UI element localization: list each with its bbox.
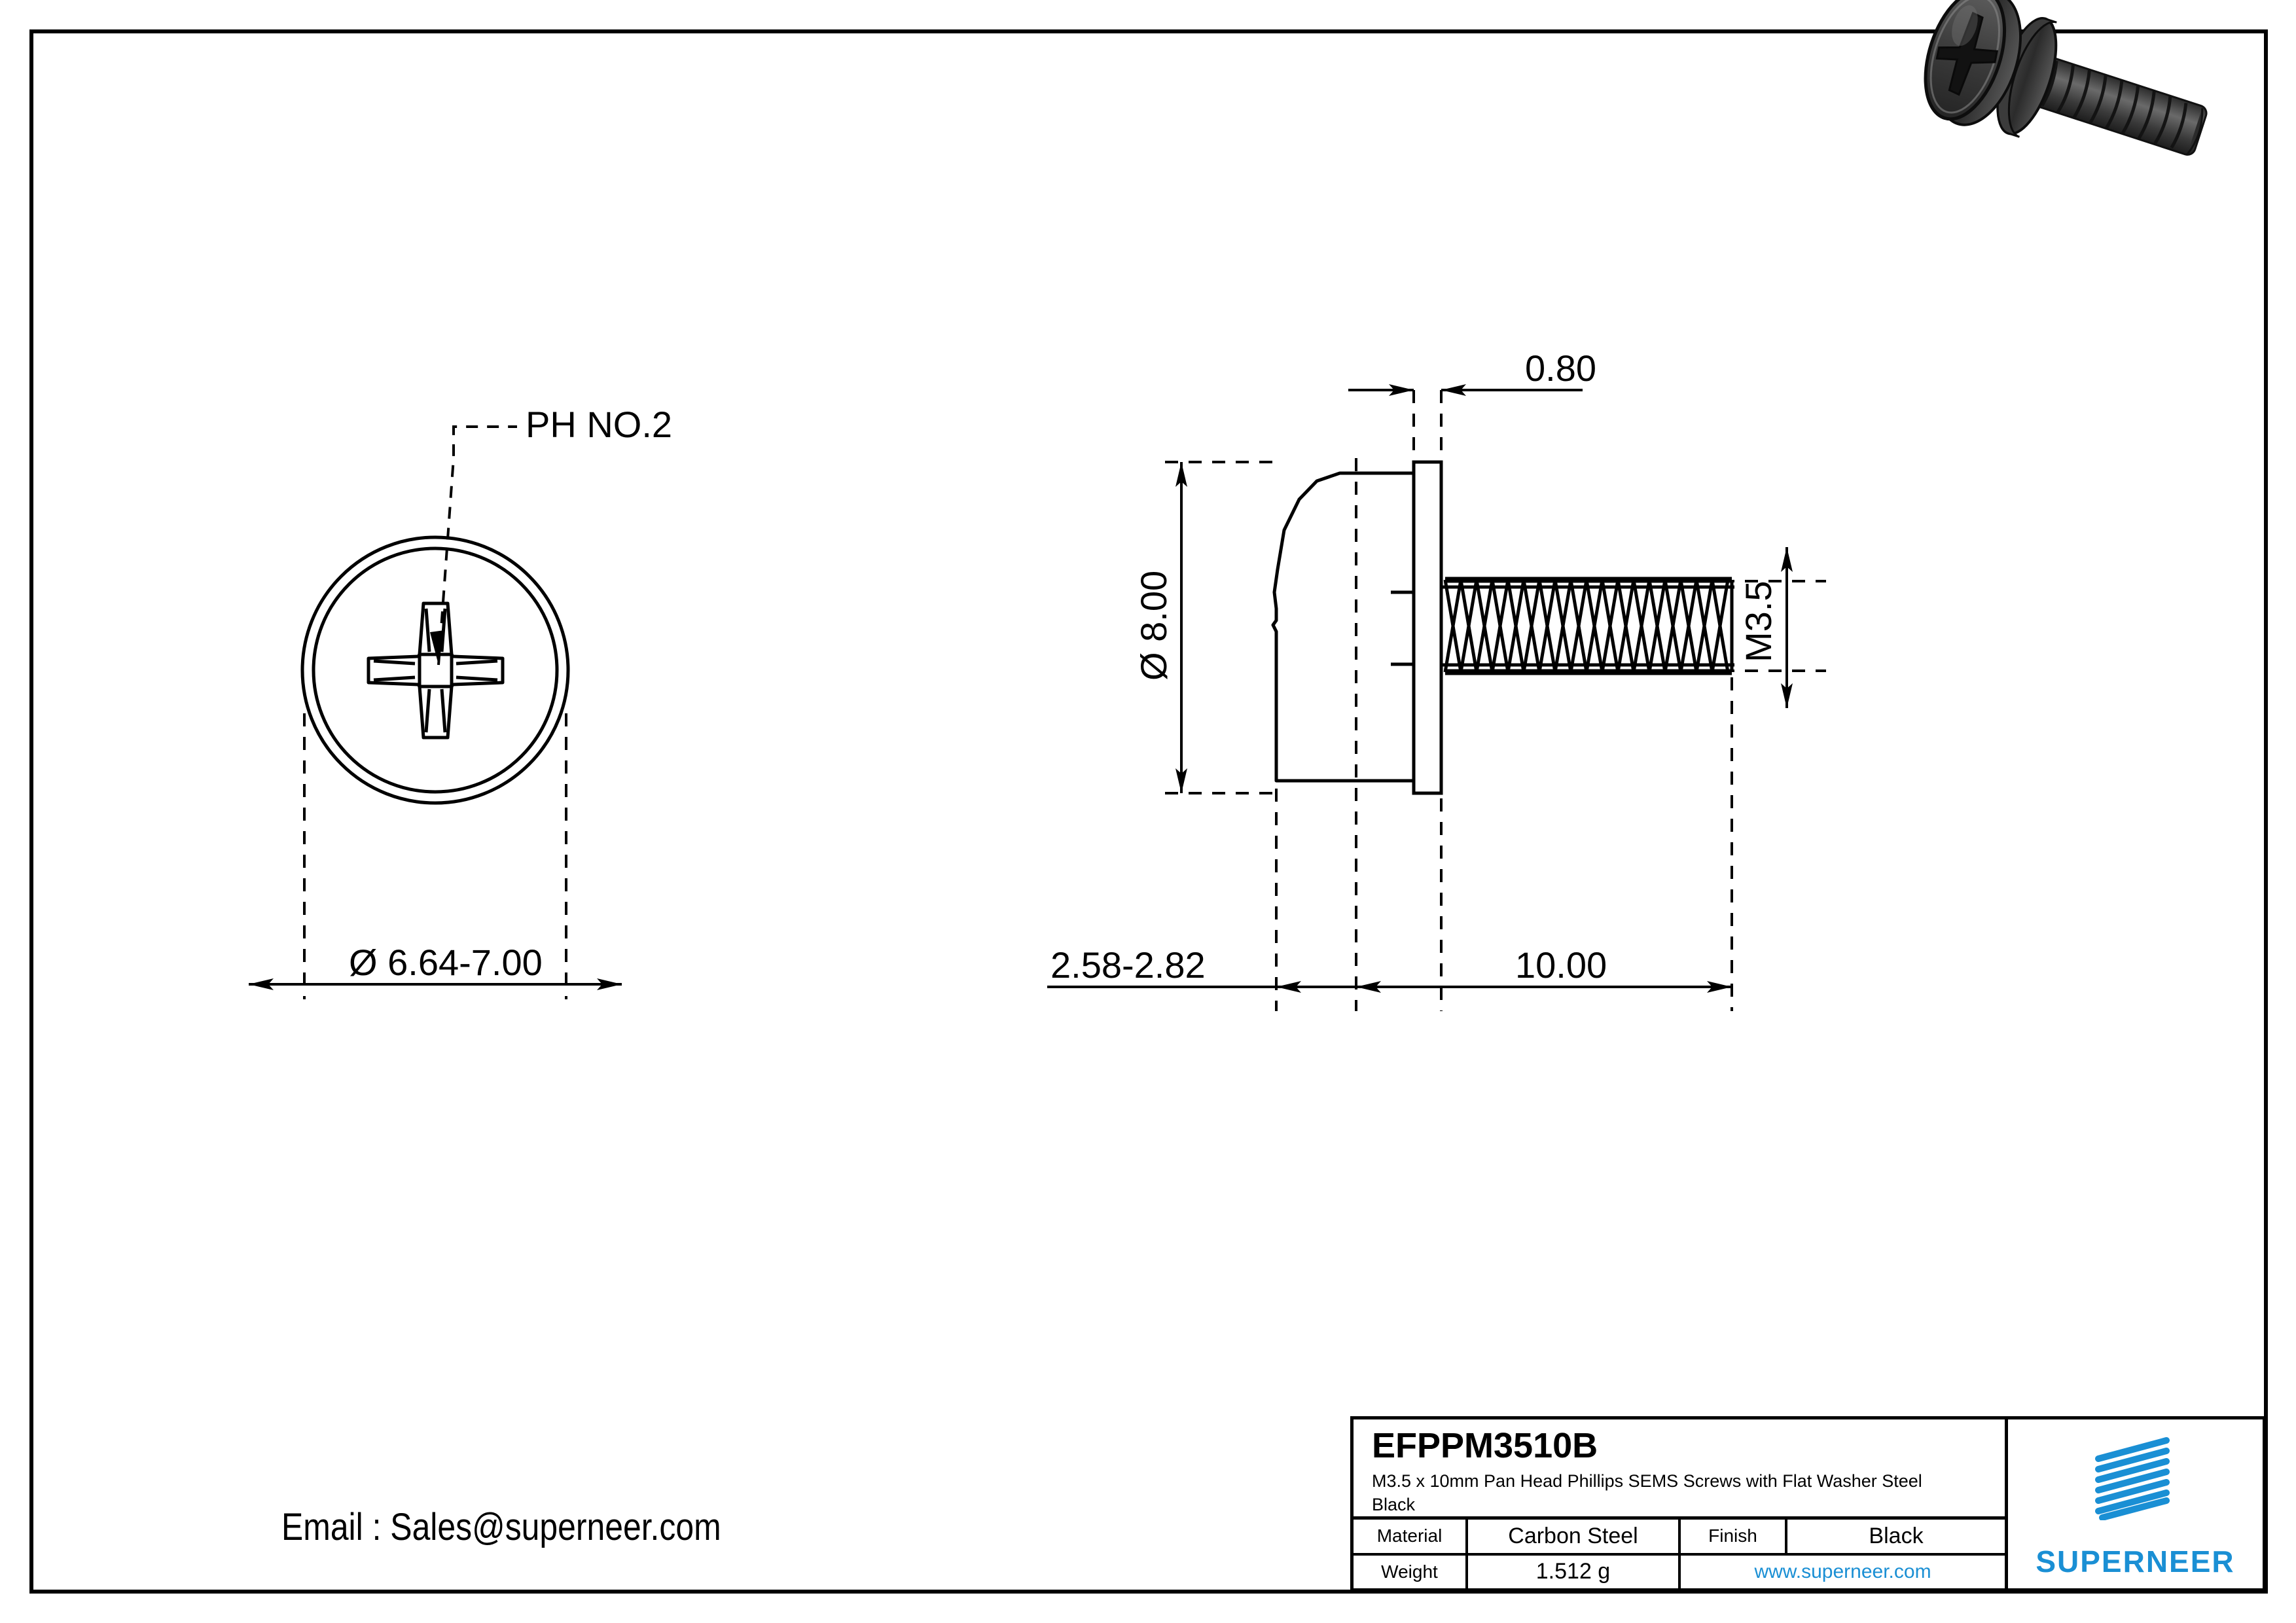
render-head: [1924, 0, 2022, 126]
thread-length-dimension: 10.00: [1515, 944, 1607, 986]
weight-value: 1.512 g: [1468, 1555, 1681, 1588]
email-note: Email : Sales@superneer.com: [281, 1506, 721, 1548]
finish-value: Black: [1869, 1523, 1924, 1548]
head-inner-circle: [312, 546, 559, 794]
flat-washer-profile: [1412, 460, 1443, 795]
part-description: M3.5 x 10mm Pan Head Phillips SEMS Screw…: [1372, 1471, 1922, 1514]
brand-panel: SUPERNEER: [2008, 1419, 2263, 1588]
front-view-group: PH NO.2 Ø 6.64-7.00: [249, 404, 672, 999]
thread-profile: [1441, 577, 1734, 675]
table-row: Weight 1.512 g www.superneer.com: [1354, 1555, 2005, 1588]
phillips-recess-icon: [367, 601, 505, 740]
isometric-screw-render: [1924, 0, 2208, 156]
side-view-group: 0.80 Ø 8.00 M3.5 2.58-2.82 10.00: [1047, 348, 1826, 1011]
title-block: EFPPM3510B M3.5 x 10mm Pan Head Phillips…: [1350, 1416, 2266, 1592]
weight-label: Weight: [1354, 1555, 1468, 1588]
brand-name: SUPERNEER: [2036, 1544, 2235, 1578]
head-diameter-dimension: Ø 8.00: [1133, 571, 1174, 681]
title-block-spec-table: Material Carbon Steel Finish Black Weigh…: [1354, 1520, 2005, 1588]
table-row: Material Carbon Steel Finish Black: [1354, 1520, 2005, 1556]
ph-callout-label: PH NO.2: [526, 404, 672, 445]
title-block-header: EFPPM3510B M3.5 x 10mm Pan Head Phillips…: [1354, 1419, 2005, 1520]
material-value: Carbon Steel: [1468, 1520, 1681, 1553]
pan-head-profile: [1271, 471, 1416, 783]
washer-thickness-dimension: 0.80: [1525, 348, 1596, 389]
website-link[interactable]: www.superneer.com: [1754, 1560, 1931, 1582]
ph-callout-arrowhead: [430, 630, 444, 665]
front-diameter-dimension: Ø 6.64-7.00: [349, 942, 543, 983]
render-phillips-recess-icon: [1935, 11, 1999, 96]
superneer-logo-icon: [2094, 1437, 2170, 1520]
head-height-dimension: 2.58-2.82: [1050, 944, 1206, 986]
head-outer-circle: [300, 535, 570, 805]
title-block-left: EFPPM3510B M3.5 x 10mm Pan Head Phillips…: [1354, 1419, 2008, 1588]
sheet-frame: [29, 29, 2268, 1594]
render-shaft: [2032, 56, 2208, 156]
finish-label: Finish: [1681, 1520, 1787, 1553]
part-code: EFPPM3510B: [1372, 1426, 1598, 1465]
thread-designation: M3.5: [1738, 581, 1779, 663]
material-label: Material: [1354, 1520, 1468, 1553]
